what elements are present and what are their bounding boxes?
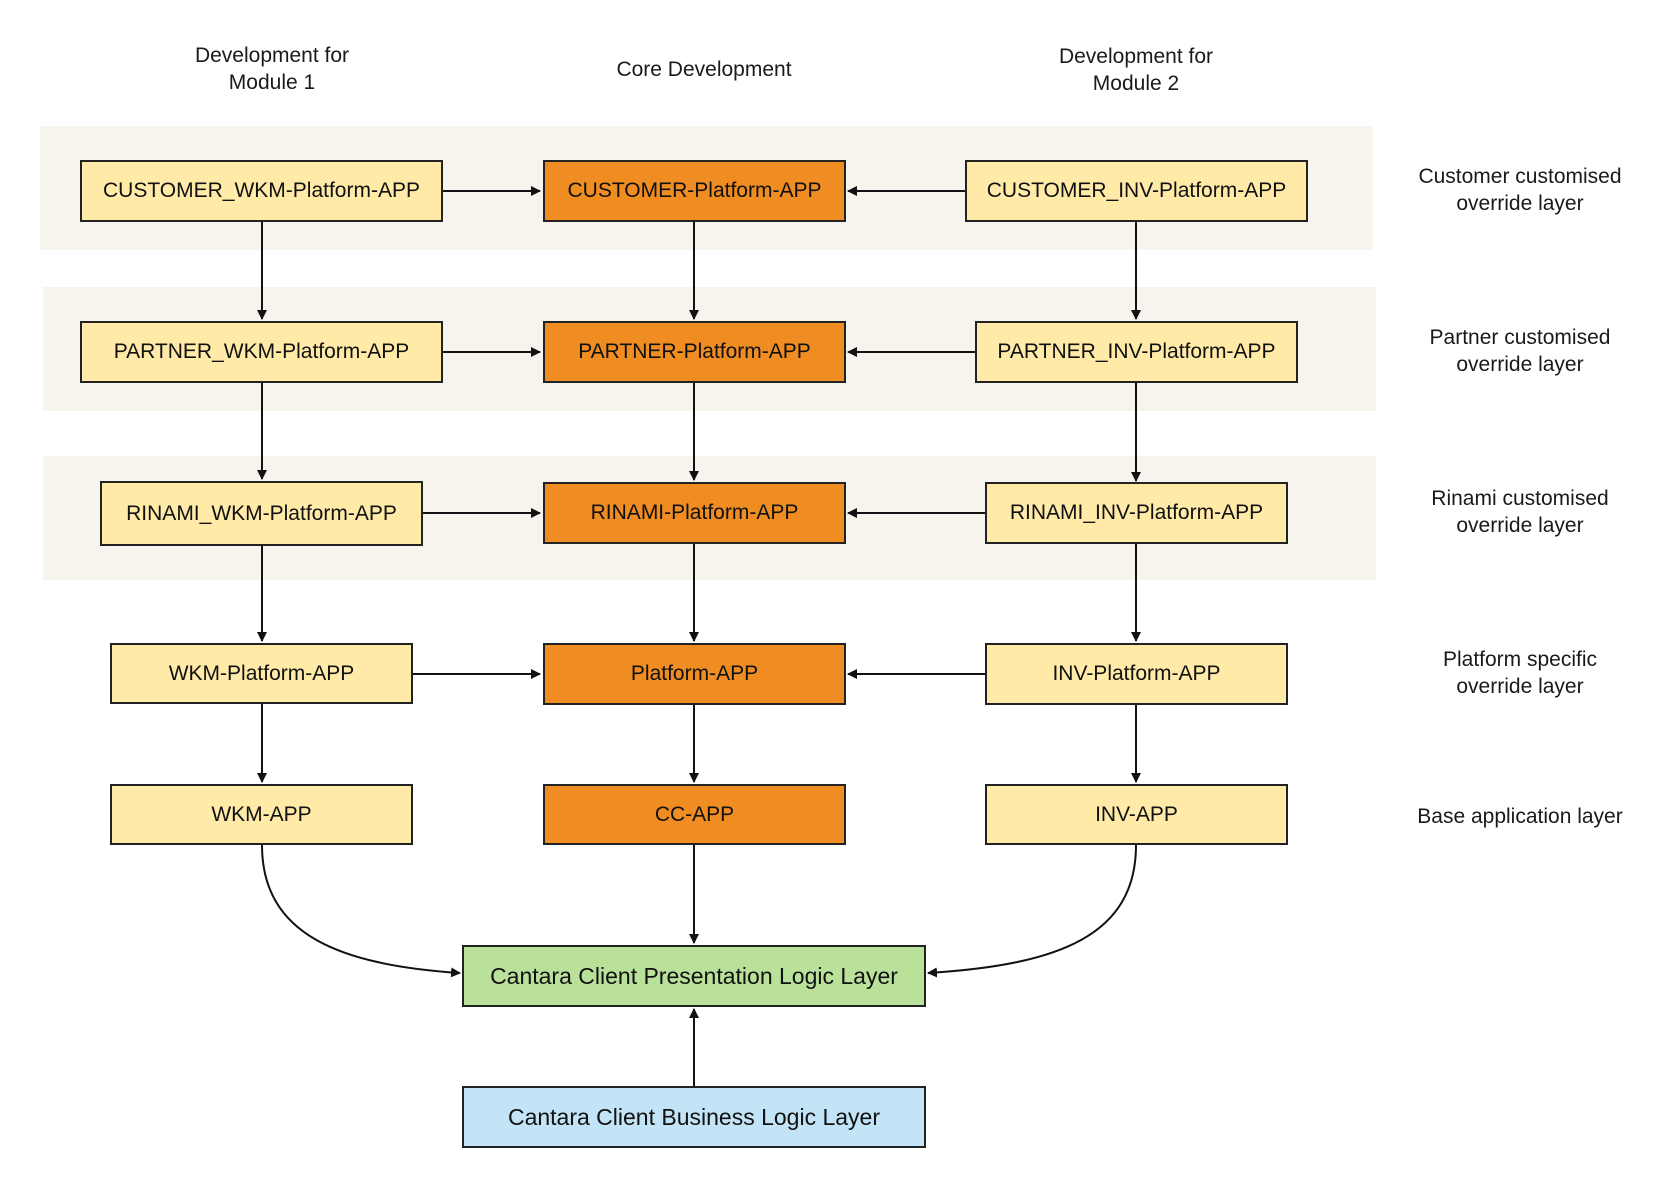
node-partner-wkm: PARTNER_WKM-Platform-APP — [80, 321, 443, 383]
node-rinami-core: RINAMI-Platform-APP — [543, 482, 846, 544]
column-header-module1: Development for Module 1 — [194, 44, 350, 94]
column-header-module2: Development for Module 2 — [1058, 45, 1214, 95]
layer-label-base: Base application layer — [1417, 804, 1623, 828]
column-header-core: Core Development — [616, 58, 792, 81]
node-platform-inv: INV-Platform-APP — [985, 643, 1288, 705]
node-platform-core: Platform-APP — [543, 643, 846, 705]
node-partner-core: PARTNER-Platform-APP — [543, 321, 846, 383]
node-customer-inv: CUSTOMER_INV-Platform-APP — [965, 160, 1308, 222]
node-presentation-layer: Cantara Client Presentation Logic Layer — [462, 945, 926, 1007]
layer-label-rinami: Rinami customised override layer — [1431, 487, 1609, 537]
arrow-inv-base-to-presentation — [927, 844, 1137, 978]
node-base-wkm: WKM-APP — [110, 784, 413, 845]
node-base-core: CC-APP — [543, 784, 846, 845]
node-rinami-inv: RINAMI_INV-Platform-APP — [985, 482, 1288, 544]
layer-label-customer: Customer customised override layer — [1418, 165, 1622, 215]
node-partner-inv: PARTNER_INV-Platform-APP — [975, 321, 1298, 383]
node-business-layer: Cantara Client Business Logic Layer — [462, 1086, 926, 1148]
node-customer-core: CUSTOMER-Platform-APP — [543, 160, 846, 222]
node-customer-wkm: CUSTOMER_WKM-Platform-APP — [80, 160, 443, 222]
node-rinami-wkm: RINAMI_WKM-Platform-APP — [100, 481, 423, 546]
layer-label-partner: Partner customised override layer — [1429, 326, 1611, 376]
layer-label-platform: Platform specific override layer — [1442, 648, 1598, 698]
node-base-inv: INV-APP — [985, 784, 1288, 845]
arrow-wkm-base-to-presentation — [261, 844, 461, 978]
node-platform-wkm: WKM-Platform-APP — [110, 643, 413, 704]
